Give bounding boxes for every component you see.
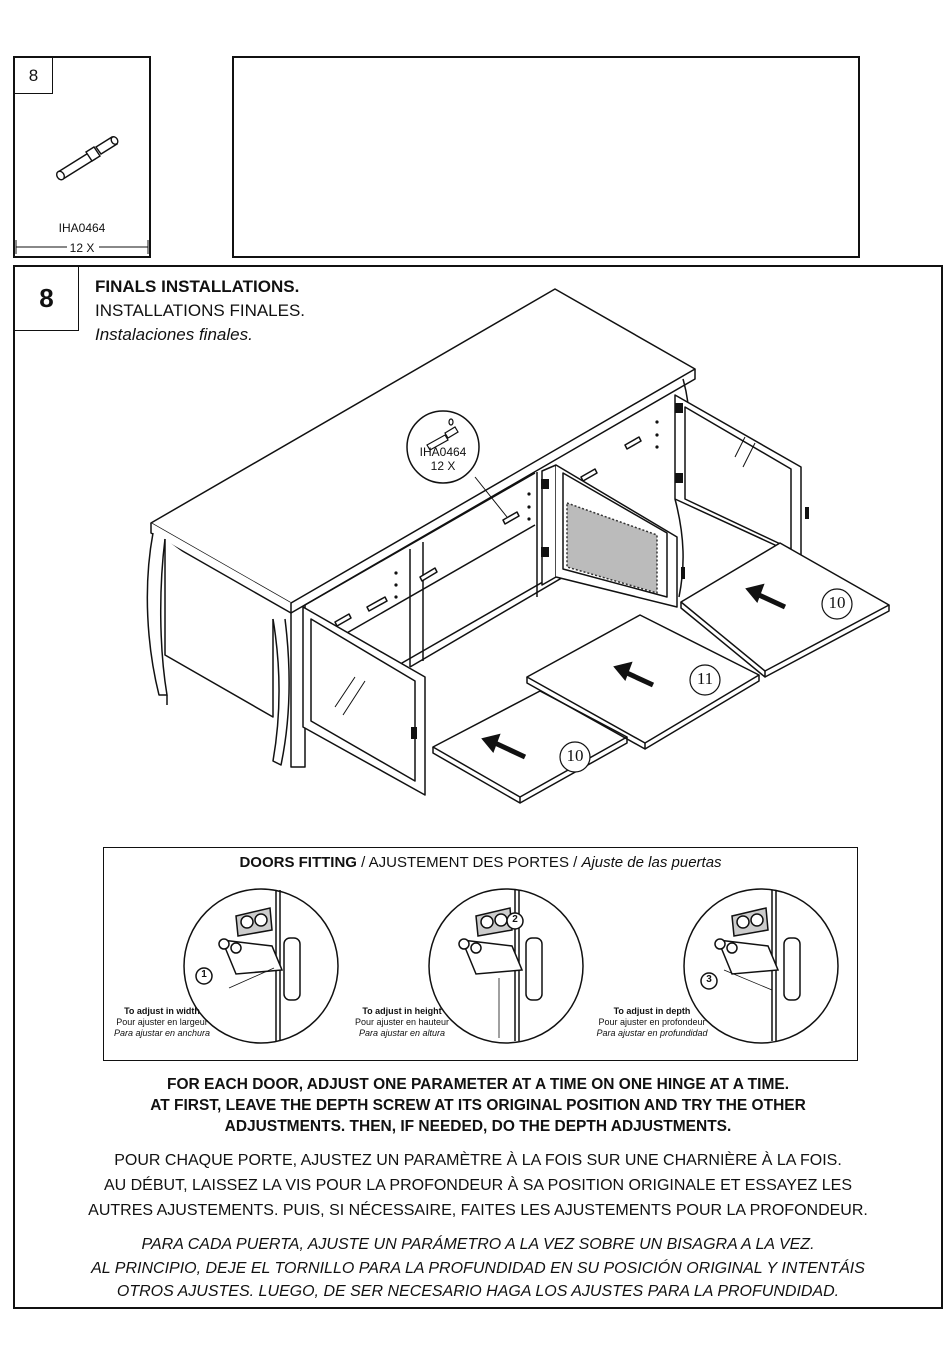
adjust-depth-en: To adjust in depth	[613, 1006, 691, 1016]
part-callout-circle	[406, 410, 480, 484]
instruction-line: POUR CHAQUE PORTE, AJUSTEZ UN PARAMÈTRE …	[114, 1152, 842, 1169]
instruction-line: AT FIRST, LEAVE THE DEPTH SCREW AT ITS O…	[150, 1097, 806, 1114]
doors-fitting-panel: DOORS FITTING / AJUSTEMENT DES PORTES / …	[103, 847, 858, 1061]
adjust-height-en: To adjust in height	[362, 1006, 442, 1016]
panel-number-circle	[821, 588, 853, 620]
quantity-dimension-line	[15, 240, 149, 254]
adjust-width-es: Para ajustar en anchura	[113, 1028, 211, 1038]
left-door	[302, 606, 426, 796]
hinge-height-diagram	[428, 888, 584, 1044]
step-title-en: FINALS INSTALLATIONS.	[95, 277, 300, 296]
hinge-depth-diagram	[683, 888, 839, 1044]
adjust-width-fr: Pour ajuster en largeur	[116, 1017, 208, 1027]
adjust-width-label: To adjust in width Pour ajuster en large…	[92, 1006, 232, 1039]
part-quantity: 12 X	[69, 241, 95, 255]
instruction-line: AU DÉBUT, LAISSEZ LA VIS POUR LA PROFOND…	[103, 1177, 853, 1194]
panel-label: 10	[566, 746, 584, 765]
left-end-panel	[146, 532, 168, 696]
instruction-line: AUTRES AJUSTEMENTS. PUIS, SI NÉCESSAIRE,…	[88, 1202, 868, 1219]
instructions-fr: POUR CHAQUE PORTE, AJUSTEZ UN PARAMÈTRE …	[15, 1148, 941, 1223]
part-step-number: 8	[15, 58, 53, 94]
instruction-line: PARA CADA PUERTA, AJUSTE UN PARÁMETRO A …	[141, 1236, 815, 1253]
panel-label: 11	[696, 669, 714, 688]
doors-fitting-title-middle: / AJUSTEMENT DES PORTES /	[356, 854, 582, 871]
step-number: 8	[15, 267, 79, 331]
panel-label: 10	[828, 593, 846, 612]
right-door	[674, 394, 802, 558]
doors-fitting-title: DOORS FITTING / AJUSTEMENT DES PORTES / …	[104, 854, 857, 871]
instruction-line: AL PRINCIPIO, DEJE EL TORNILLO PARA LA P…	[91, 1259, 865, 1277]
panel-number-circle	[689, 664, 721, 696]
instruction-line: ADJUSTMENTS. THEN, IF NEEDED, DO THE DEP…	[224, 1118, 732, 1135]
hinge-diagrams	[183, 888, 839, 1044]
cabinet-illustration	[146, 288, 890, 804]
instructions-en: FOR EACH DOOR, ADJUST ONE PARAMETER AT A…	[15, 1074, 941, 1137]
doors-fitting-title-bold: DOORS FITTING	[239, 854, 357, 871]
step-title-fr: INSTALLATIONS FINALES.	[95, 301, 306, 320]
part-panel: 8 IHA0464 12 X	[13, 56, 151, 258]
hinge-number: 2	[512, 914, 518, 925]
instruction-line: OTROS AJUSTES. LUEGO, DE SER NECESARIO H…	[116, 1283, 840, 1300]
doors-fitting-title-italic: Ajuste de las puertas	[581, 854, 722, 871]
blank-panel	[232, 56, 860, 258]
step-title-es: Instalaciones finales.	[95, 325, 253, 344]
adjust-height-es: Para ajustar en altura	[358, 1028, 446, 1038]
adjust-depth-label: To adjust in depth Pour ajuster en profo…	[582, 1006, 722, 1039]
adjust-width-en: To adjust in width	[124, 1006, 200, 1016]
hinge-number: 1	[201, 969, 207, 980]
instructions-es: PARA CADA PUERTA, AJUSTE UN PARÁMETRO A …	[15, 1233, 941, 1304]
adjust-depth-es: Para ajustar en profundidad	[596, 1028, 708, 1038]
instruction-line: FOR EACH DOOR, ADJUST ONE PARAMETER AT A…	[166, 1076, 789, 1093]
adjust-height-label: To adjust in height Pour ajuster en haut…	[332, 1006, 472, 1039]
hinge-width-diagram	[183, 888, 339, 1044]
step-frame: 8 FINALS INSTALLATIONS. INSTALLATIONS FI…	[13, 265, 943, 1309]
callout-part-code: IHA0464	[419, 445, 467, 459]
adjust-depth-fr: Pour ajuster en profondeur	[598, 1017, 706, 1027]
hinge-number: 3	[706, 974, 712, 985]
shelf-pin-icon	[55, 136, 119, 181]
callout-quantity: 12 X	[430, 459, 456, 473]
part-code: IHA0464	[58, 221, 106, 235]
adjust-height-fr: Pour ajuster en hauteur	[354, 1017, 450, 1027]
panel-number-circle	[559, 741, 591, 773]
